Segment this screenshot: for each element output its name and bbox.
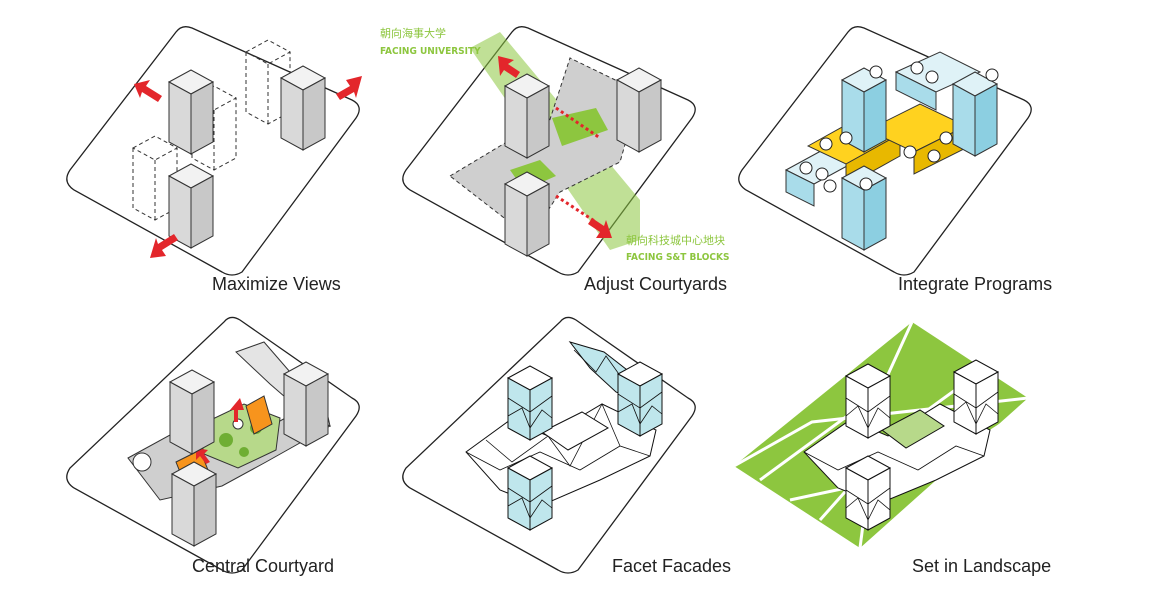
courtyard-green	[552, 108, 608, 146]
panel-caption: Set in Landscape	[912, 556, 1051, 576]
panel-facet-facades: Facet Facades	[402, 316, 731, 576]
faceted-tower	[845, 363, 891, 439]
tower-block	[168, 69, 214, 155]
courtyard-garden	[881, 409, 945, 449]
panel-integrate-programs: Integrate Programs	[738, 26, 1052, 294]
faceted-tower	[507, 455, 553, 531]
orange-court-block	[245, 395, 273, 435]
tower-block	[171, 461, 217, 547]
annotation-blocks-en: FACING S&T BLOCKS	[626, 252, 729, 263]
faceted-tower	[845, 455, 891, 531]
round-opening	[132, 452, 152, 472]
tower-block	[280, 65, 326, 151]
blue-bridge	[895, 71, 937, 111]
faceted-tower	[507, 365, 553, 441]
tower-block	[283, 361, 329, 447]
panel-caption: Integrate Programs	[898, 274, 1052, 294]
tree-icon	[239, 447, 249, 457]
blue-podium	[785, 169, 815, 207]
tower-block	[168, 163, 214, 249]
faceted-tower	[953, 359, 999, 435]
tower-block	[504, 171, 550, 257]
direction-arrow-icon	[498, 56, 612, 238]
site-plot	[66, 26, 360, 276]
panel-caption: Adjust Courtyards	[584, 274, 727, 294]
facade-opening	[541, 411, 609, 451]
panel-central-courtyard: Central Courtyard	[66, 316, 360, 576]
annotation-university-cn: 朝向海事大学	[380, 26, 446, 40]
tower-block	[504, 73, 550, 159]
panel-maximize-views: Maximize Views	[66, 26, 362, 294]
panel-adjust-courtyards: 朝向海事大学 FACING UNIVERSITY 朝向科技城中心地块 FACIN…	[380, 26, 729, 294]
panel-caption: Central Courtyard	[192, 556, 334, 576]
light-arrow-icon	[230, 398, 244, 422]
annotation-university-en: FACING UNIVERSITY	[380, 46, 481, 57]
tower-block	[169, 369, 215, 455]
panel-caption: Facet Facades	[612, 556, 731, 576]
view-arrow-icon	[134, 76, 362, 258]
annotation-blocks-cn: 朝向科技城中心地块	[626, 233, 725, 247]
tree-icon	[219, 433, 233, 447]
faceted-tower	[617, 361, 663, 437]
tower-block	[616, 67, 662, 153]
light-arrow-icon	[196, 448, 210, 464]
program-pictogram-icon	[799, 61, 999, 193]
panel-set-in-landscape: Set in Landscape	[733, 321, 1051, 576]
panel-caption: Maximize Views	[212, 274, 341, 294]
blue-tower	[952, 71, 998, 157]
